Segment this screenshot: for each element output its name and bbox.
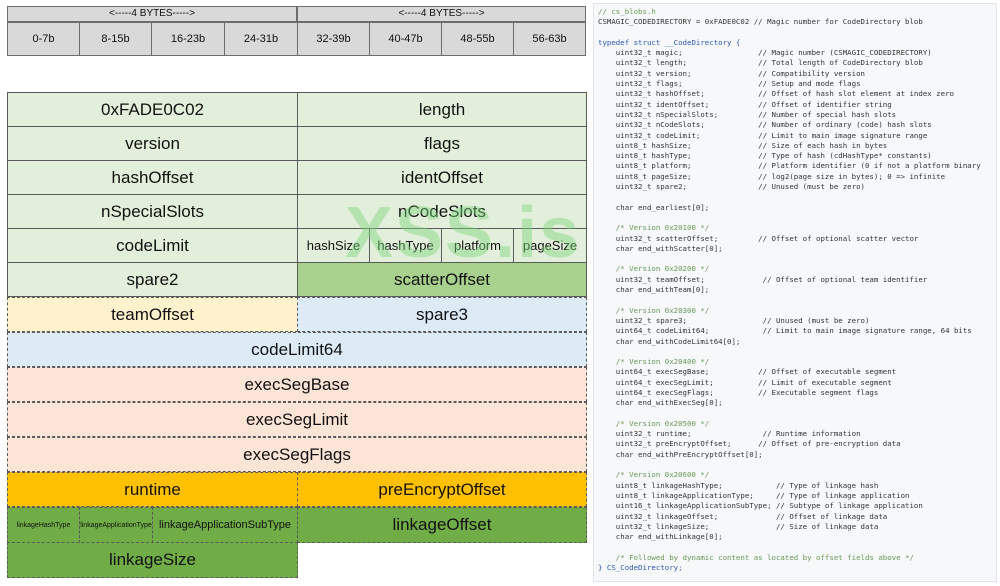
code-line: uint32_t preEncryptOffset; // Offset of … bbox=[598, 439, 901, 449]
field-spare3: spare3 bbox=[297, 297, 587, 332]
code-line: uint32_t nCodeSlots; // Number of ordina… bbox=[598, 120, 932, 130]
field-ident-offset: identOffset bbox=[297, 160, 587, 195]
code-line: } CS_CodeDirectory; bbox=[598, 563, 683, 573]
code-line: char end_earliest[0]; bbox=[598, 202, 710, 212]
field-pre-encrypt-offset: preEncryptOffset bbox=[297, 472, 587, 507]
field-hash-offset: hashOffset bbox=[7, 160, 298, 195]
code-line: uint8_t pageSize; // log2(page size in b… bbox=[598, 171, 946, 181]
code-line: /* Version 0x20600 */ bbox=[598, 470, 710, 480]
ruler-cell: 56-63b bbox=[513, 22, 586, 56]
ruler-group-low: <-----4 BYTES-----> bbox=[7, 6, 297, 22]
code-line: char end_withLinkage[0]; bbox=[598, 532, 723, 542]
field-exec-seg-flags: execSegFlags bbox=[7, 437, 587, 472]
field-hash-size: hashSize bbox=[297, 228, 370, 263]
code-line: /* Version 0x20500 */ bbox=[598, 418, 710, 428]
ruler-cell: 40-47b bbox=[369, 22, 442, 56]
code-line bbox=[598, 254, 992, 264]
code-line: char end_withExecSeg[0]; bbox=[598, 398, 723, 408]
field-hash-type: hashType bbox=[369, 228, 442, 263]
field-linkage-hash-type: linkageHashType bbox=[7, 507, 80, 543]
field-code-limit64: codeLimit64 bbox=[7, 332, 587, 367]
code-line: uint32_t flags; // Setup and mode flags bbox=[598, 79, 861, 89]
code-line: char end_withPreEncryptOffset[0]; bbox=[598, 449, 763, 459]
code-line bbox=[598, 460, 992, 470]
ruler-group-high: <-----4 BYTES-----> bbox=[297, 6, 586, 22]
code-line: CSMAGIC_CODEDIRECTORY = 0xFADE0C02 // Ma… bbox=[598, 17, 923, 27]
field-page-size: pageSize bbox=[513, 228, 587, 263]
code-line: uint8_t linkageHashType; // Type of link… bbox=[598, 480, 879, 490]
field-linkage-application-sub-type: linkageApplicationSubType bbox=[152, 507, 298, 543]
field-linkage-offset: linkageOffset bbox=[297, 507, 587, 543]
field-linkage-size: linkageSize bbox=[7, 542, 298, 578]
field-code-limit: codeLimit bbox=[7, 228, 298, 263]
code-line: uint32_t hashOffset; // Offset of hash s… bbox=[598, 89, 954, 99]
code-line: uint32_t spare2; // Unused (must be zero… bbox=[598, 182, 865, 192]
code-line bbox=[598, 213, 992, 223]
ruler-cell: 8-15b bbox=[79, 22, 152, 56]
code-line bbox=[598, 347, 992, 357]
code-line: uint32_t linkageOffset; // Offset of lin… bbox=[598, 511, 888, 521]
ruler-cell: 32-39b bbox=[297, 22, 370, 56]
code-line: char end_withTeam[0]; bbox=[598, 285, 710, 295]
field-team-offset: teamOffset bbox=[7, 297, 298, 332]
code-line: uint16_t linkageApplicationSubType; // S… bbox=[598, 501, 923, 511]
code-line: uint32_t linkageSize; // Size of linkage… bbox=[598, 521, 879, 531]
field-linkage-application-type: linkageApplicationType bbox=[79, 507, 153, 543]
field-spare2: spare2 bbox=[7, 262, 298, 297]
code-line bbox=[598, 409, 992, 419]
code-line: uint8_t platform; // Platform identifier… bbox=[598, 161, 981, 171]
field-platform: platform bbox=[441, 228, 514, 263]
code-line bbox=[598, 192, 992, 202]
code-line bbox=[598, 542, 992, 552]
field-runtime: runtime bbox=[7, 472, 298, 507]
code-line: uint32_t spare3; // Unused (must be zero… bbox=[598, 315, 870, 325]
code-line bbox=[598, 295, 992, 305]
code-directory-layout: 0xFADE0C02 length version flags hashOffs… bbox=[7, 92, 587, 578]
code-line: uint64_t execSegBase; // Offset of execu… bbox=[598, 367, 897, 377]
code-line: /* Version 0x20400 */ bbox=[598, 357, 710, 367]
code-line: /* Version 0x20300 */ bbox=[598, 305, 710, 315]
ruler-cell: 24-31b bbox=[224, 22, 298, 56]
byte-ruler: <-----4 BYTES-----> <-----4 BYTES-----> … bbox=[7, 6, 586, 56]
code-line: uint32_t scatterOffset; // Offset of opt… bbox=[598, 233, 919, 243]
field-magic: 0xFADE0C02 bbox=[7, 92, 298, 127]
field-exec-seg-base: execSegBase bbox=[7, 367, 587, 402]
field-exec-seg-limit: execSegLimit bbox=[7, 402, 587, 437]
code-line: uint8_t hashSize; // Size of each hash i… bbox=[598, 140, 888, 150]
code-line: /* Version 0x20200 */ bbox=[598, 264, 710, 274]
field-scatter-offset: scatterOffset bbox=[297, 262, 587, 297]
code-line bbox=[598, 28, 992, 38]
code-line: uint32_t teamOffset; // Offset of option… bbox=[598, 274, 928, 284]
code-line: uint32_t nSpecialSlots; // Number of spe… bbox=[598, 109, 897, 119]
code-line: uint32_t identOffset; // Offset of ident… bbox=[598, 99, 892, 109]
code-line: /* Followed by dynamic content as locate… bbox=[598, 552, 914, 562]
code-line: char end_withScatter[0]; bbox=[598, 243, 723, 253]
code-line: char end_withCodeLimit64[0]; bbox=[598, 336, 741, 346]
field-n-special-slots: nSpecialSlots bbox=[7, 194, 298, 229]
code-line: uint64_t execSegLimit; // Limit of execu… bbox=[598, 377, 892, 387]
code-line: uint32_t magic; // Magic number (CSMAGIC… bbox=[598, 48, 932, 58]
code-line: uint32_t length; // Total length of Code… bbox=[598, 58, 923, 68]
field-version: version bbox=[7, 126, 298, 161]
code-line: uint8_t hashType; // Type of hash (cdHas… bbox=[598, 151, 932, 161]
field-length: length bbox=[297, 92, 587, 127]
code-line: typedef struct __CodeDirectory { bbox=[598, 37, 741, 47]
ruler-cell: 16-23b bbox=[151, 22, 225, 56]
field-flags: flags bbox=[297, 126, 587, 161]
code-line: uint32_t codeLimit; // Limit to main ima… bbox=[598, 130, 928, 140]
code-line: uint32_t runtime; // Runtime information bbox=[598, 429, 861, 439]
ruler-cell: 0-7b bbox=[7, 22, 80, 56]
code-line: // cs_blobs.h bbox=[598, 7, 656, 16]
code-line: uint64_t execSegFlags; // Executable seg… bbox=[598, 387, 879, 397]
code-line: uint32_t version; // Compatibility versi… bbox=[598, 68, 865, 78]
code-line: uint64_t codeLimit64; // Limit to main i… bbox=[598, 326, 972, 336]
field-n-code-slots: nCodeSlots bbox=[297, 194, 587, 229]
code-line: /* Version 0x20100 */ bbox=[598, 223, 710, 233]
code-line: uint8_t linkageApplicationType; // Type … bbox=[598, 490, 910, 500]
ruler-cell: 48-55b bbox=[441, 22, 514, 56]
